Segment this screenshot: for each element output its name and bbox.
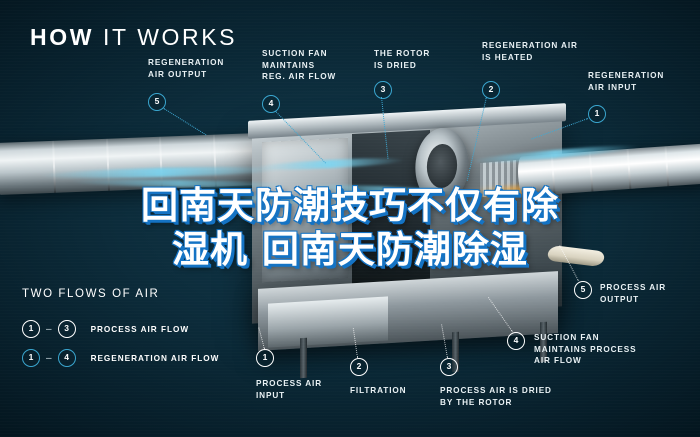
callout-marker-suction-fan-reg-air-flow[interactable]: 4 — [262, 95, 280, 113]
leader-line — [531, 118, 588, 140]
callout-marker-regeneration-air-input[interactable]: 1 — [588, 105, 606, 123]
callout-regeneration-air-is-heated-label: REGENERATION AIR IS HEATED — [482, 41, 578, 62]
legend-label-process-air-flow: PROCESS AIR FLOW — [90, 324, 190, 334]
legend-marker-to: 3 — [57, 320, 76, 338]
callout-suction-fan-reg-air-flow-label: SUCTION FAN MAINTAINS REG. AIR FLOW — [262, 49, 337, 81]
legend-dash: – — [46, 352, 52, 364]
callout-the-rotor-is-dried-label: THE ROTOR IS DRIED — [374, 49, 431, 70]
callout-marker-process-air-input[interactable]: 1 — [256, 349, 274, 367]
page-title-bold: HOW — [30, 24, 95, 50]
airflow-stream-illustration — [39, 164, 281, 181]
page-title: HOW IT WORKS — [30, 24, 237, 51]
leader-line — [258, 327, 265, 349]
leader-line — [352, 328, 358, 358]
legend-dash: – — [46, 323, 52, 335]
airflow-stream-illustration — [254, 156, 406, 172]
callout-marker-process-air-output[interactable]: 5 — [574, 281, 592, 299]
legend-marker-from: 1 — [22, 349, 40, 367]
callout-marker-suction-fan-process-air-flow[interactable]: 4 — [507, 332, 525, 350]
leader-line — [275, 111, 327, 164]
page-title-light: IT WORKS — [103, 24, 238, 50]
callout-marker-filtration[interactable]: 2 — [350, 358, 368, 376]
callout-regeneration-air-input-label: REGENERATION AIR INPUT — [588, 71, 665, 92]
callout-regeneration-air-output-label: REGENERATION AIR OUTPUT — [148, 58, 225, 79]
legend-row-regeneration-air-flow[interactable]: 1 – 4 REGENERATION AIR FLOW — [22, 349, 219, 367]
legend-row-process-air-flow[interactable]: 1 – 3 PROCESS AIR FLOW — [22, 320, 189, 338]
legend-marker-from: 1 — [22, 320, 40, 338]
callout-marker-the-rotor-is-dried[interactable]: 3 — [374, 81, 392, 99]
callout-process-air-is-dried-label: PROCESS AIR IS DRIED BY THE ROTOR — [440, 386, 552, 407]
callout-marker-process-air-is-dried[interactable]: 3 — [440, 358, 458, 376]
airflow-stream-illustration — [469, 142, 641, 166]
leader-line — [381, 97, 389, 159]
callout-process-air-input-label: PROCESS AIR INPUT — [256, 379, 323, 400]
legend-marker-to: 4 — [57, 349, 76, 367]
overlay-headline-line2: 湿机 回南天防潮除湿 — [172, 228, 528, 271]
callout-marker-regeneration-air-is-heated[interactable]: 2 — [482, 81, 500, 99]
machine-leg-illustration — [300, 337, 307, 379]
callout-suction-fan-process-air-flow-label: SUCTION FAN MAINTAINS PROCESS AIR FLOW — [534, 333, 637, 365]
rotor-hub-illustration — [426, 142, 458, 190]
leader-line — [441, 324, 448, 358]
legend-title: TWO FLOWS OF AIR — [22, 288, 160, 300]
machine-base-panel-illustration — [268, 296, 388, 348]
callout-process-air-output-label: PROCESS AIR OUTPUT — [600, 283, 667, 304]
leader-line — [466, 96, 487, 181]
leader-line — [163, 108, 207, 136]
leader-line — [487, 297, 513, 332]
overlay-headline-line1: 回南天防潮技巧不仅有除 — [141, 184, 559, 227]
legend-label-regeneration-air-flow: REGENERATION AIR FLOW — [90, 353, 220, 363]
callout-filtration-label: FILTRATION — [350, 386, 407, 395]
callout-marker-regeneration-air-output[interactable]: 5 — [148, 93, 166, 111]
